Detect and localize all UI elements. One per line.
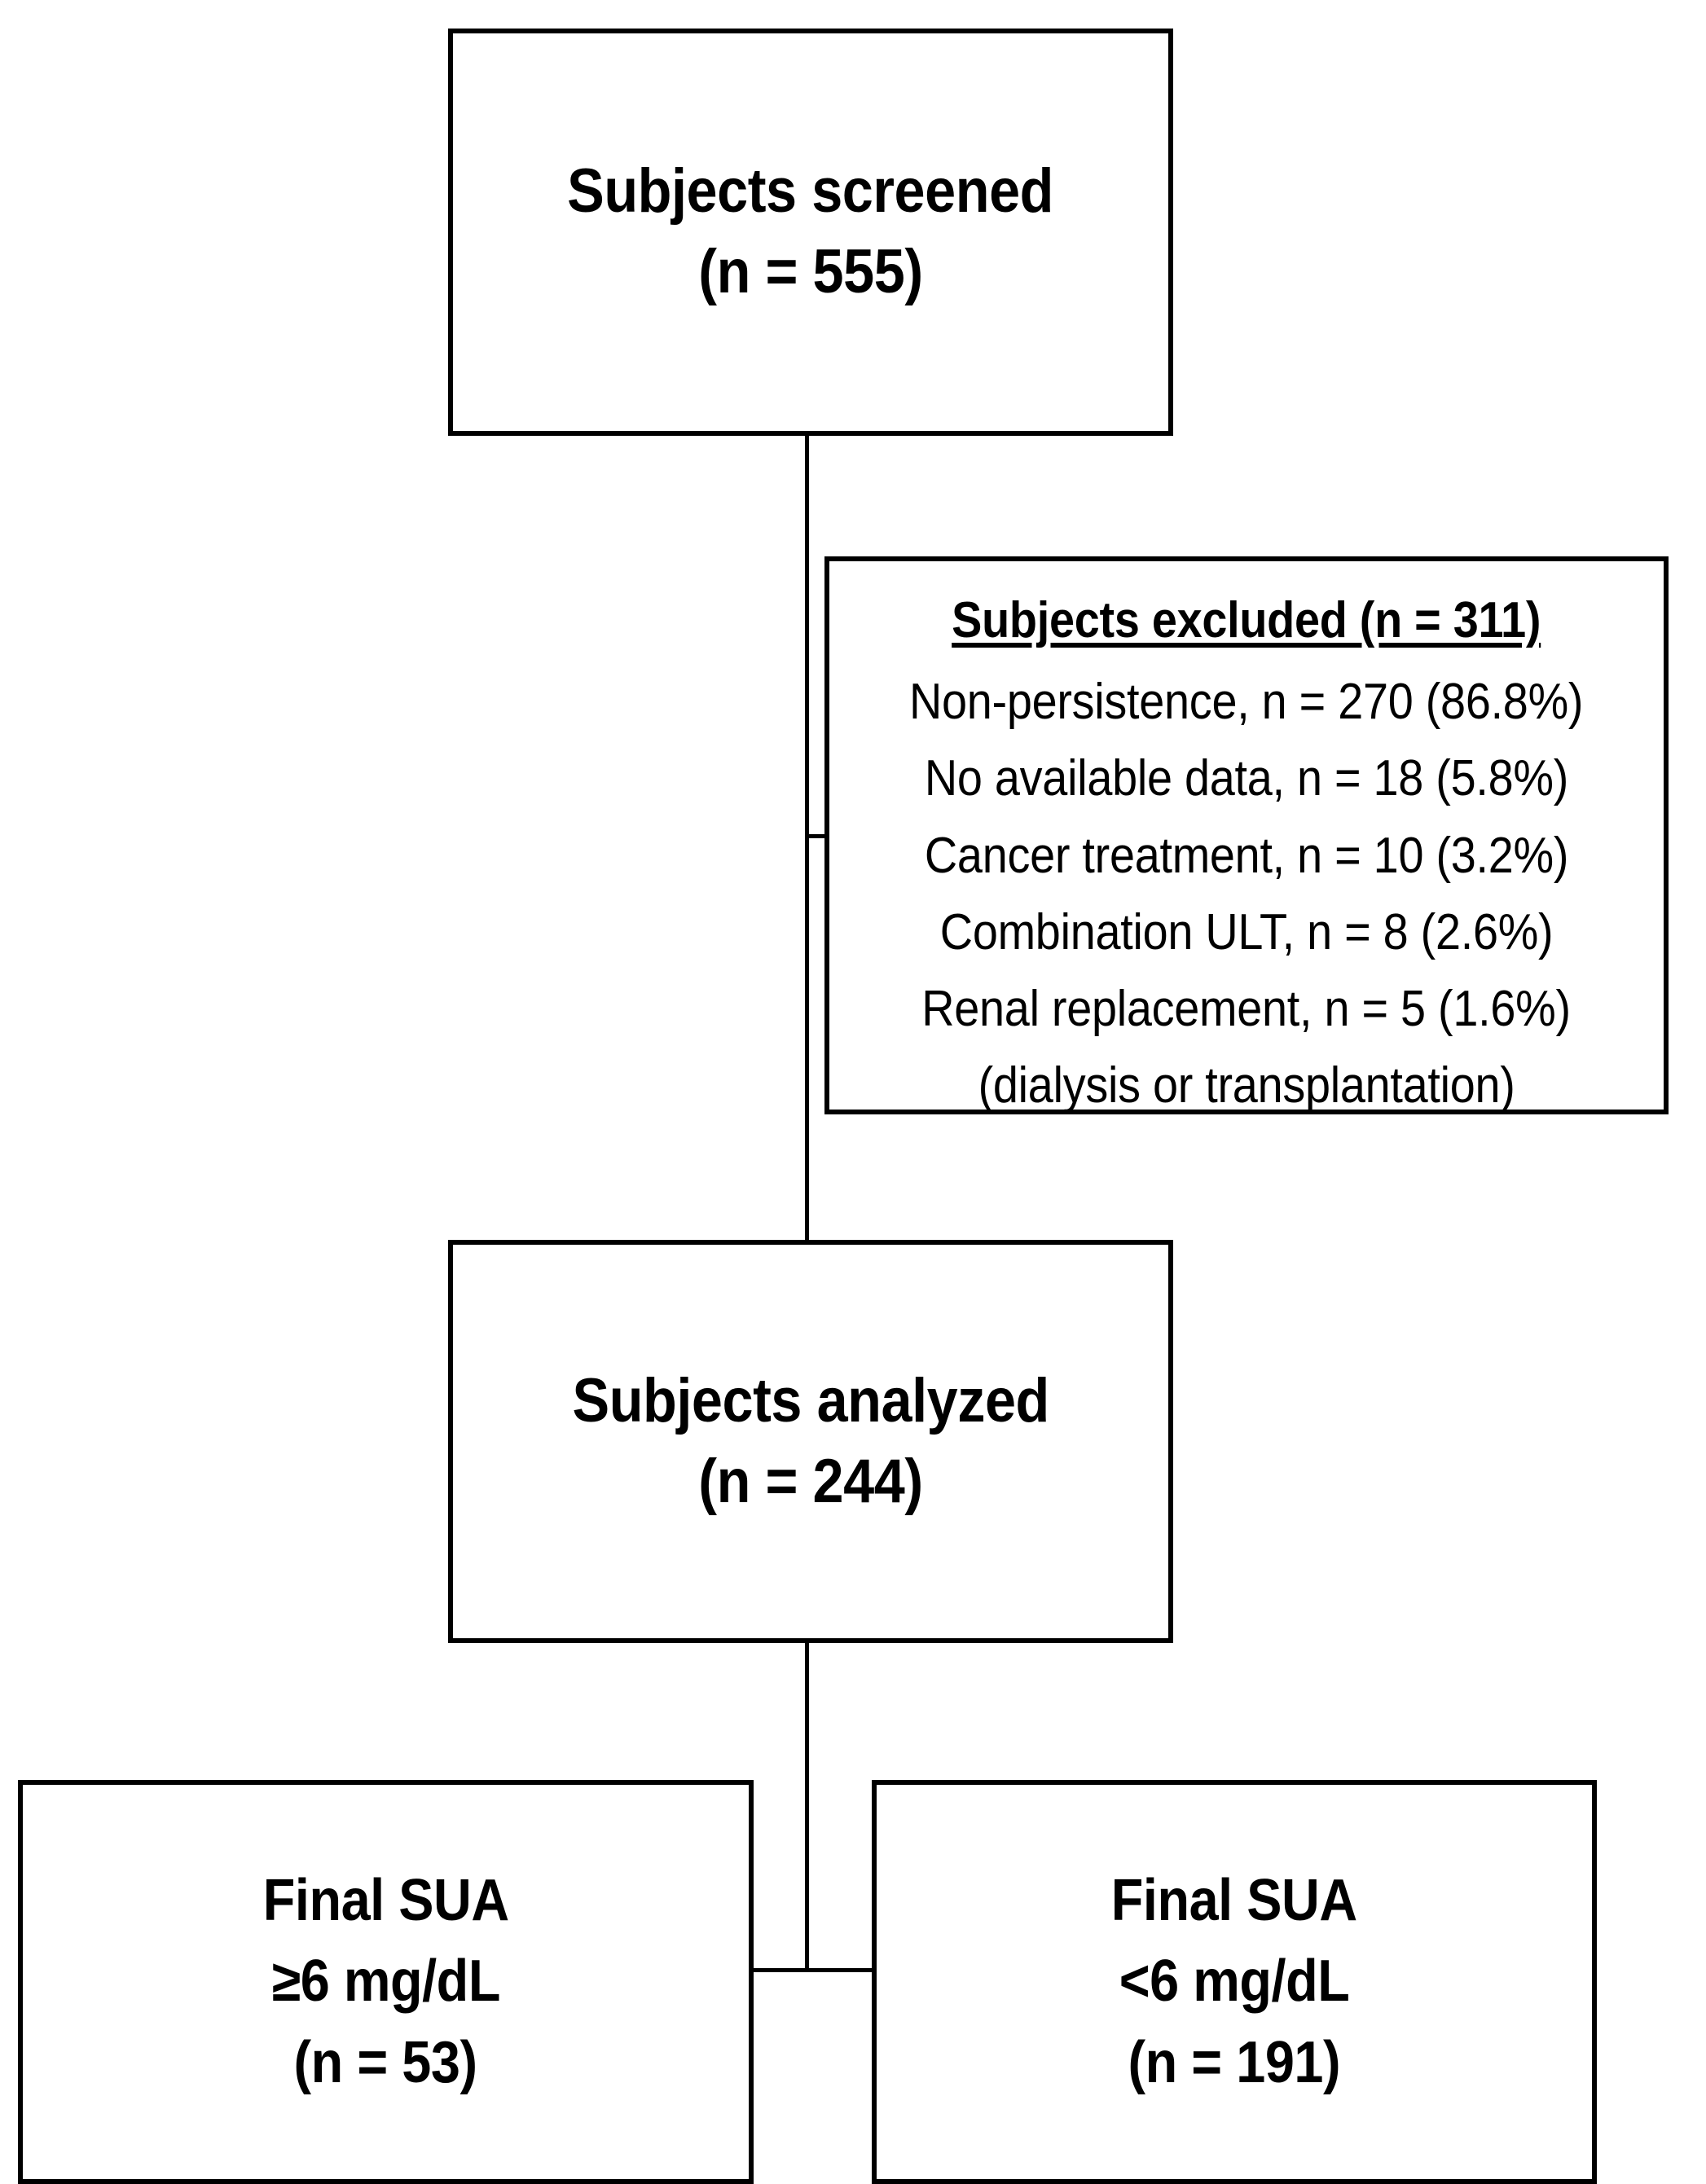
node-subjects-excluded: Subjects excluded (n = 311) Non-persiste… — [824, 556, 1669, 1114]
subjects-screened-count: (n = 555) — [698, 237, 923, 306]
subjects-analyzed-label: Subjects analyzed — [572, 1365, 1049, 1435]
subjects-analyzed-count: (n = 244) — [698, 1446, 923, 1516]
final-sua-low-count: (n = 191) — [1128, 2029, 1341, 2095]
subjects-excluded-header: Subjects excluded (n = 311) — [952, 592, 1541, 648]
subjects-screened-label: Subjects screened — [567, 156, 1054, 226]
final-sua-high-count: (n = 53) — [293, 2029, 478, 2095]
exclusion-reason-combination-ult: Combination ULT, n = 8 (2.6%) — [939, 903, 1554, 960]
exclusion-reason-renal-replacement: Renal replacement, n = 5 (1.6%) — [921, 981, 1572, 1038]
final-sua-high-threshold: ≥6 mg/dL — [271, 1949, 500, 2015]
exclusion-reason-non-persistence: Non-persistence, n = 270 (86.8%) — [909, 674, 1584, 731]
connector-split-horizontal — [754, 1968, 873, 1972]
node-final-sua-high: Final SUA ≥6 mg/dL (n = 53) — [18, 1780, 754, 2184]
exclusion-reason-cancer-treatment: Cancer treatment, n = 10 (3.2%) — [924, 827, 1569, 884]
node-subjects-analyzed: Subjects analyzed (n = 244) — [448, 1240, 1173, 1643]
exclusion-reason-renal-replacement-detail: (dialysis or transplantation) — [978, 1057, 1515, 1114]
final-sua-high-label: Final SUA — [262, 1867, 509, 1933]
node-subjects-screened: Subjects screened (n = 555) — [448, 29, 1173, 436]
exclusion-reason-no-available-data: No available data, n = 18 (5.8%) — [924, 750, 1569, 807]
final-sua-low-label: Final SUA — [1111, 1867, 1357, 1933]
final-sua-low-threshold: <6 mg/dL — [1119, 1949, 1350, 2015]
node-final-sua-low: Final SUA <6 mg/dL (n = 191) — [872, 1780, 1597, 2184]
connector-to-excluded — [805, 834, 826, 838]
connector-main-vertical — [805, 436, 809, 1972]
